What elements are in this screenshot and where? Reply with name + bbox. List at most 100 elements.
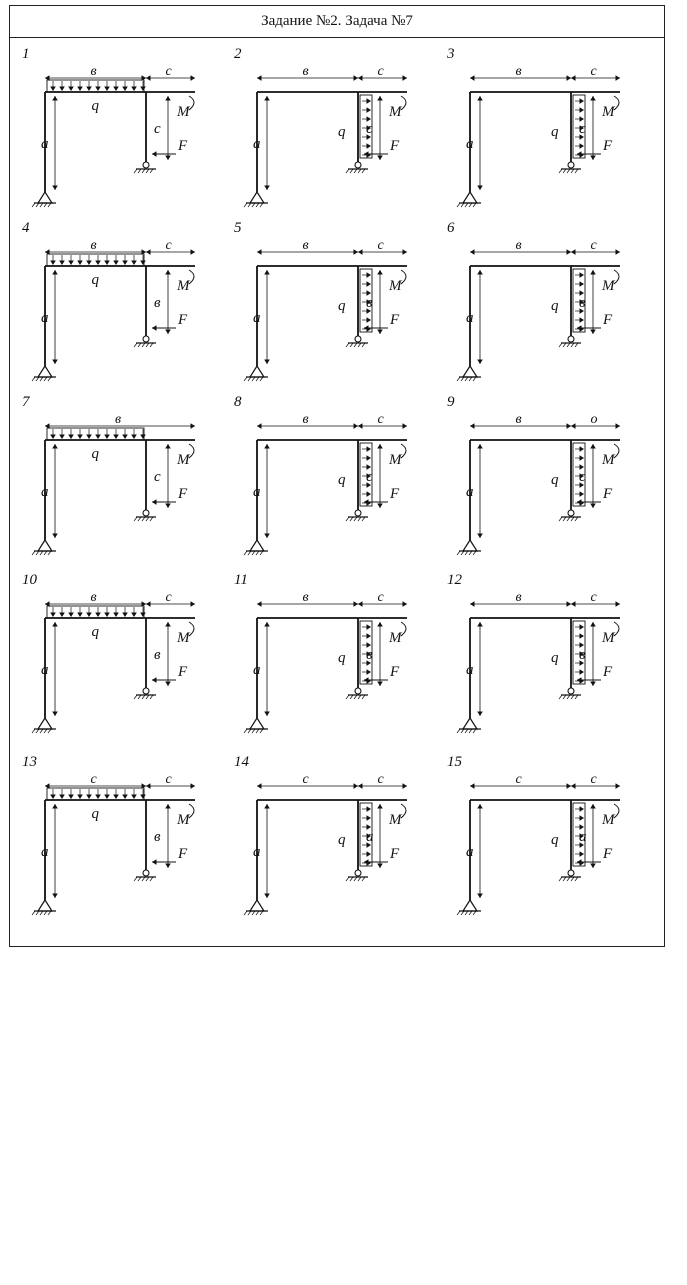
arrow-head [68, 434, 74, 439]
arrow-head [86, 794, 92, 799]
ground-hatch [353, 168, 358, 174]
ground-hatch [468, 376, 473, 382]
ground-hatch [43, 376, 48, 382]
arrow-head [77, 86, 83, 91]
ground-hatch [345, 694, 350, 700]
arrow-head [45, 783, 50, 789]
dimension-label: a [466, 844, 474, 860]
ground-hatch [566, 516, 571, 522]
arrow-head [165, 444, 171, 449]
arrow-head [579, 833, 584, 839]
dimension-label: c [366, 121, 373, 137]
force-label: F [177, 846, 188, 862]
dimension-label: a [253, 662, 261, 678]
arrow-head [579, 134, 584, 140]
dimension-label: в [303, 64, 309, 79]
ground-hatch [353, 694, 358, 700]
arrow-head [577, 677, 582, 683]
arrow-head [477, 804, 483, 809]
dimension-label: c [154, 121, 161, 137]
ground-hatch [353, 342, 358, 348]
arrow-head [477, 270, 483, 275]
ground-hatch [570, 342, 575, 348]
arrow-head [45, 75, 50, 81]
roller-support [354, 335, 362, 343]
arrow-head [402, 601, 407, 607]
ground-hatch [468, 910, 473, 916]
arrow-head [366, 455, 371, 461]
pin-support [36, 190, 54, 204]
arrow-head [68, 612, 74, 617]
ground-hatch [137, 694, 142, 700]
arrow-head [358, 75, 363, 81]
arrow-head [140, 612, 146, 617]
ground-hatch [259, 728, 264, 734]
arrow-head [579, 308, 584, 314]
ground-hatch [145, 516, 150, 522]
arrow-head [579, 125, 584, 131]
arrow-head [264, 622, 270, 627]
arrow-head [264, 444, 270, 449]
dimension-label: a [41, 662, 49, 678]
ground-hatch [149, 168, 154, 174]
arrow-head [122, 86, 128, 91]
ground-hatch [558, 342, 563, 348]
dimension-label: a [466, 662, 474, 678]
ground-hatch [464, 376, 469, 382]
arrow-head [257, 75, 262, 81]
dimension-label: в [154, 829, 161, 845]
arrow-head [377, 270, 383, 275]
distributed-load [572, 94, 586, 159]
arrow-head [165, 804, 171, 809]
arrow-head [264, 711, 270, 716]
ground-hatch [243, 376, 248, 382]
arrow-head [377, 622, 383, 627]
dimension-label: в [579, 295, 586, 311]
dimension-label: c [378, 412, 385, 427]
ground-hatch [255, 202, 260, 208]
distributed-load [359, 620, 373, 685]
ground-hatch [149, 694, 154, 700]
dimension-label: в [91, 590, 97, 605]
arrow-head [86, 612, 92, 617]
ground-hatch [47, 202, 52, 208]
load-label: q [551, 832, 559, 848]
ground-hatch [353, 876, 358, 882]
moment-label: M [601, 630, 616, 646]
dimension-label: a [366, 829, 374, 845]
arrow-head [477, 893, 483, 898]
arrow-head [353, 783, 358, 789]
arrow-head [104, 794, 110, 799]
ground-hatch [141, 516, 146, 522]
arrow-head [122, 794, 128, 799]
ground-hatch [558, 516, 563, 522]
arrow-head [366, 464, 371, 470]
ground-hatch [255, 728, 260, 734]
force-label: F [602, 486, 613, 502]
arrow-head [52, 622, 58, 627]
arrow-head [366, 669, 371, 675]
arrow-head [477, 96, 483, 101]
ground-hatch [255, 910, 260, 916]
arrow-head [590, 155, 596, 160]
arrow-head [95, 434, 101, 439]
ground-hatch [259, 202, 264, 208]
ground-hatch [39, 728, 44, 734]
arrow-head [52, 893, 58, 898]
dimension-label: c [166, 772, 173, 787]
arrow-head [257, 249, 262, 255]
arrow-head [377, 681, 383, 686]
arrow-head [140, 86, 146, 91]
arrow-head [190, 249, 195, 255]
arrow-head [366, 491, 371, 497]
pin-support [461, 364, 479, 378]
ground-hatch [349, 876, 354, 882]
arrow-head [358, 601, 363, 607]
arrow-head [140, 260, 146, 265]
arrow-head [264, 96, 270, 101]
arrow-head [68, 794, 74, 799]
arrow-head [165, 622, 171, 627]
frame-variant-9: 9воacqFM [447, 394, 620, 556]
